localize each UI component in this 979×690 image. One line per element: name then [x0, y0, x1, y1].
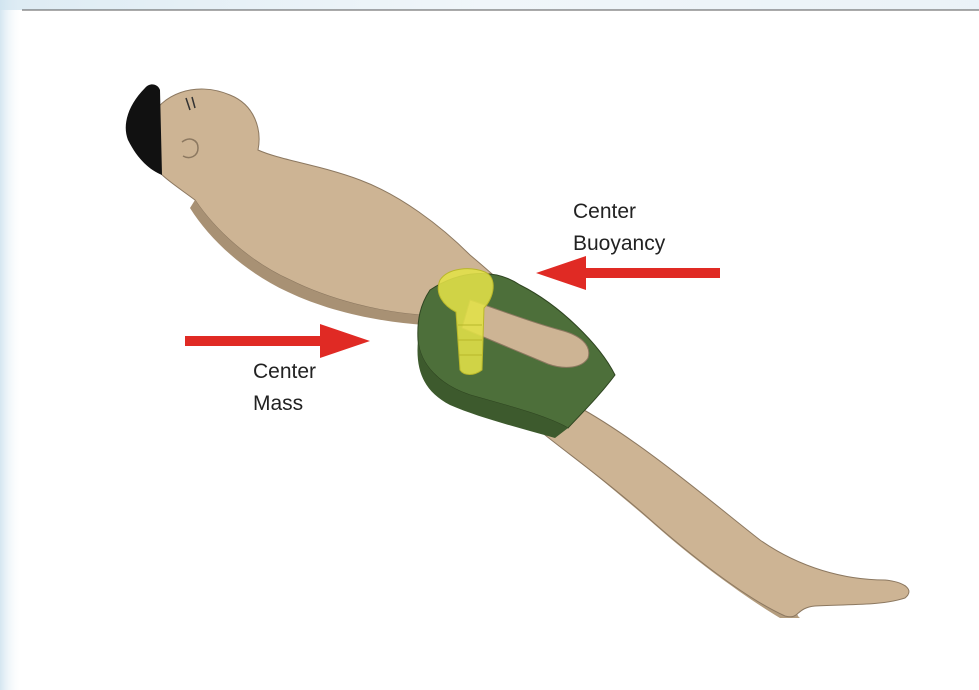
background-top-tint: [0, 0, 979, 10]
mass-arrow-icon: [185, 324, 370, 358]
mass-label-line1: Center: [253, 360, 316, 383]
leg-front: [545, 405, 909, 617]
buoyancy-label-line2: Buoyancy: [573, 232, 666, 255]
background-left-tint: [0, 0, 22, 690]
mass-label-line2: Mass: [253, 392, 303, 415]
buoyancy-label-line1: Center: [573, 200, 636, 223]
buoyancy-arrow-icon: [536, 256, 720, 290]
hair: [126, 84, 162, 175]
floating-person-illustration: [126, 84, 909, 618]
